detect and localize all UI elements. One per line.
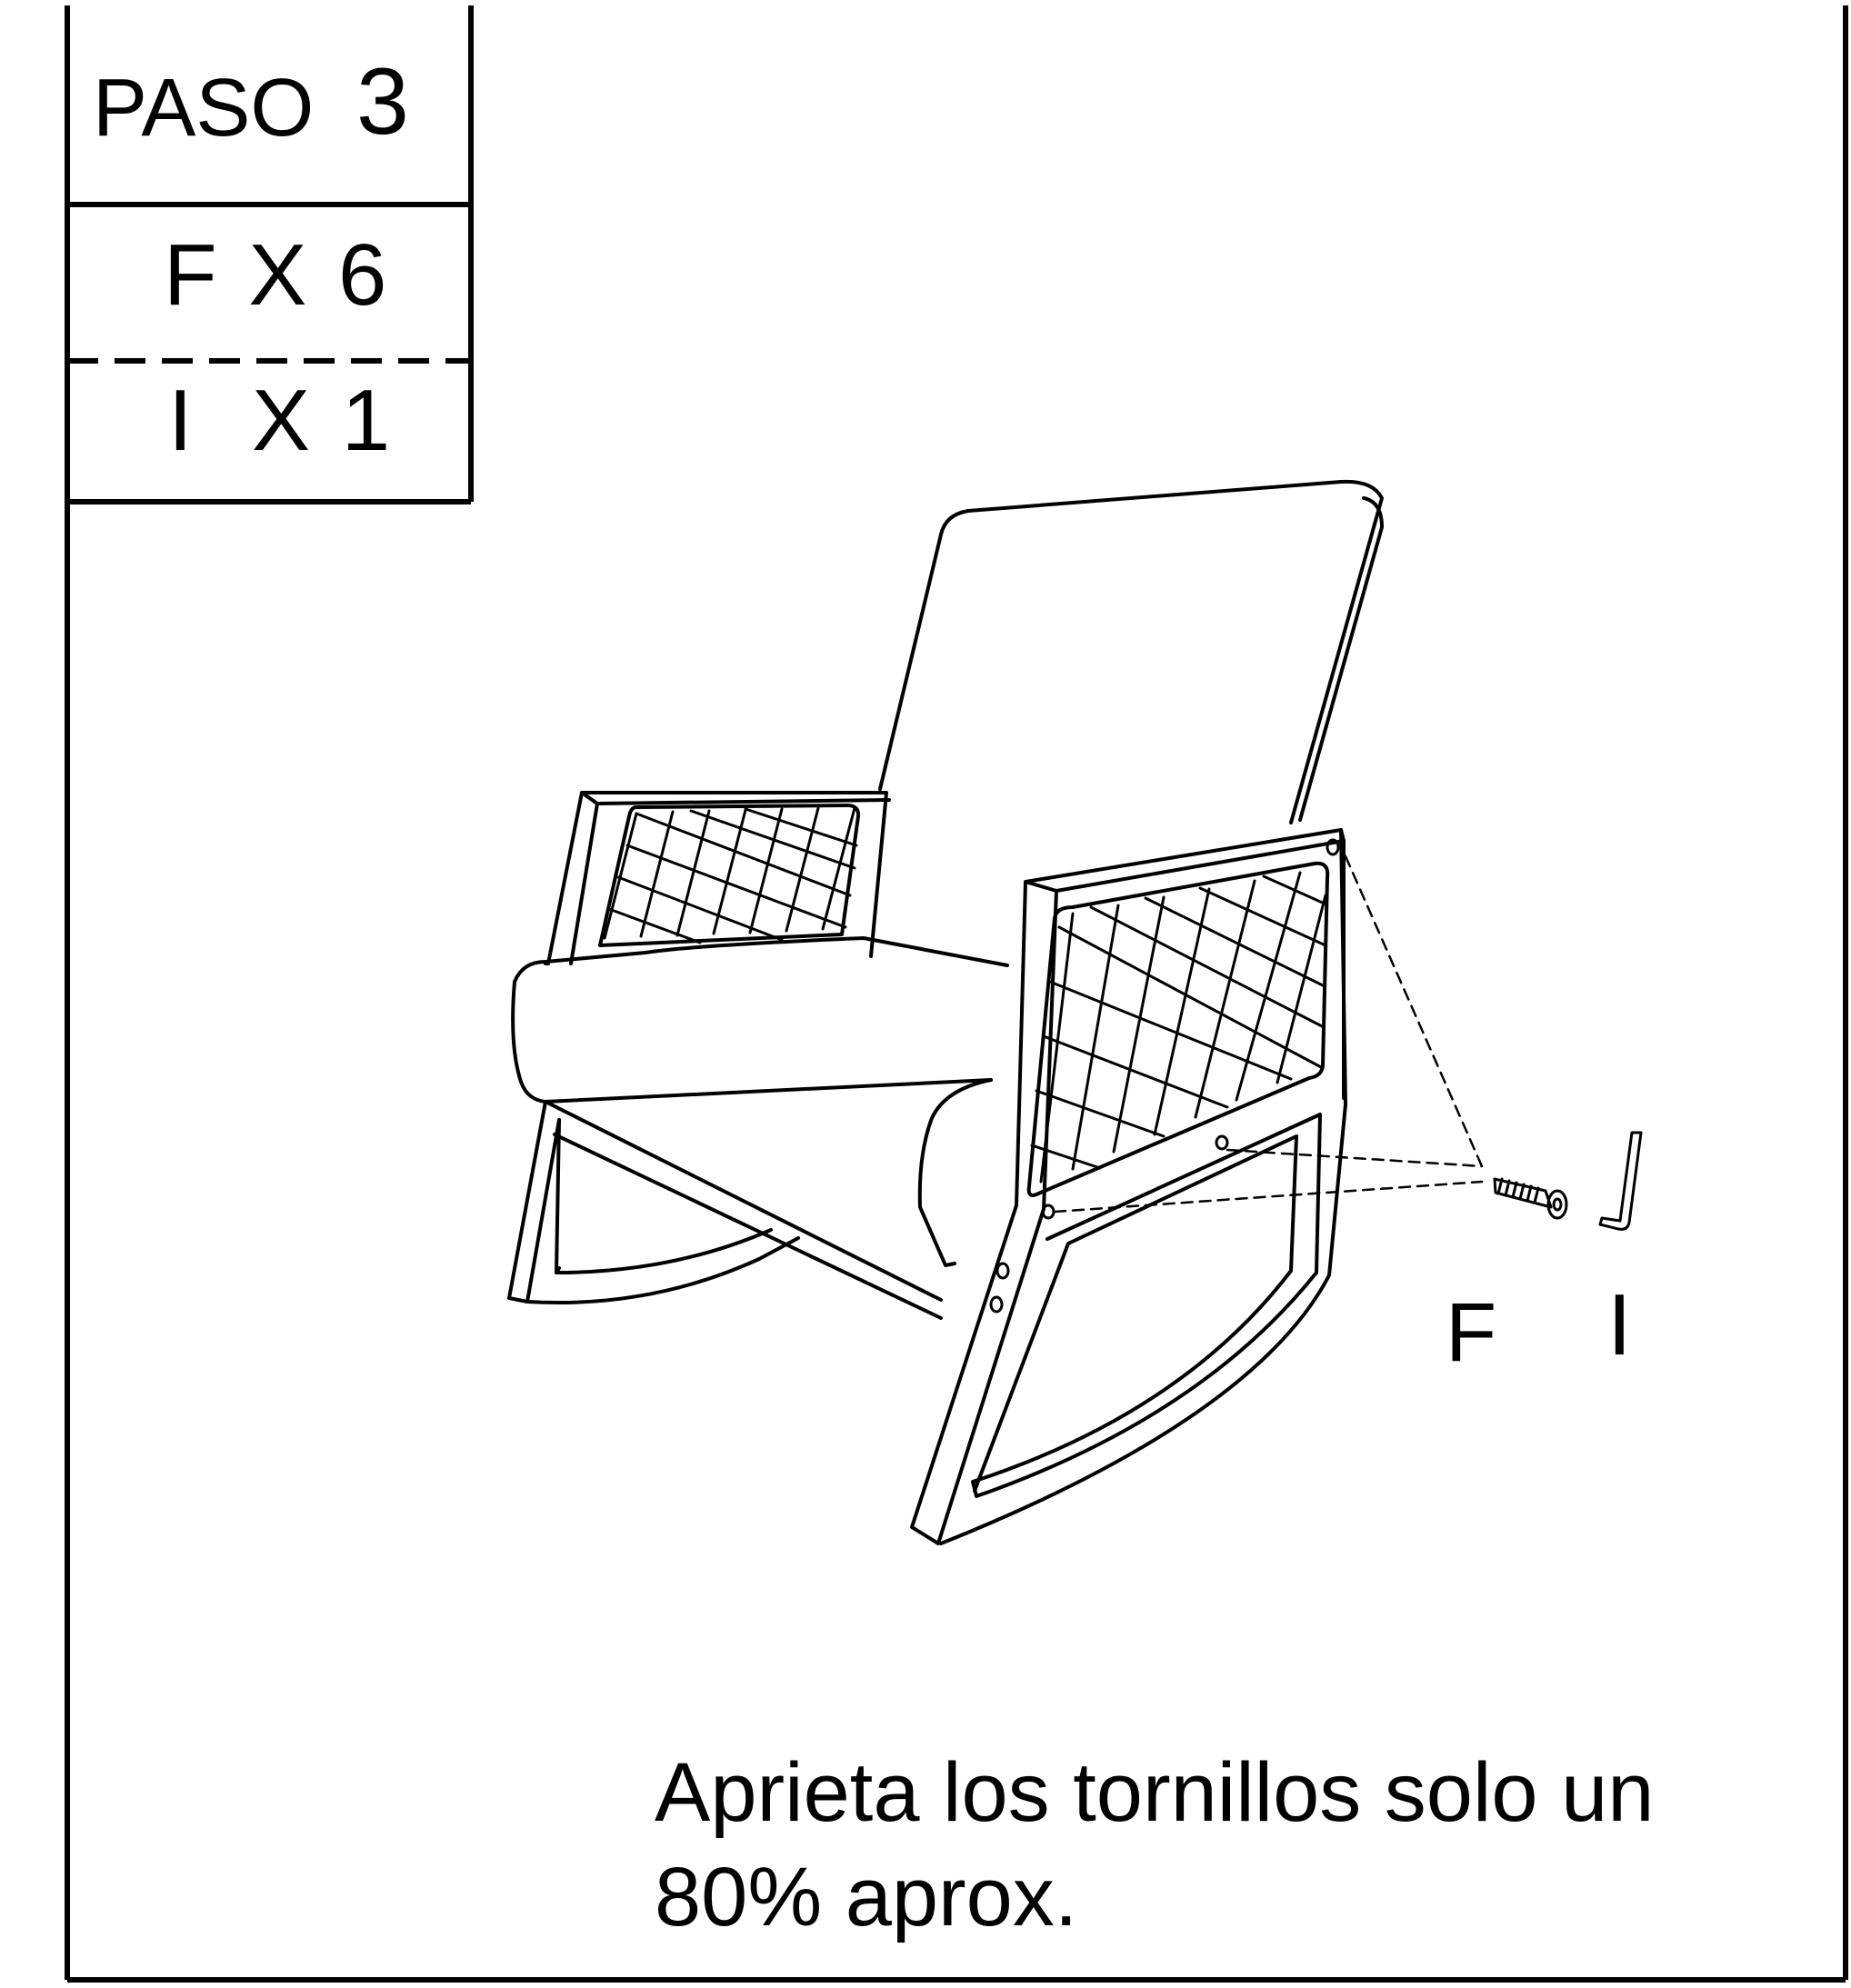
parts-count-i: I X 1 — [168, 372, 395, 469]
callout-screw-label: F — [1446, 1286, 1497, 1379]
left-arm-mesh-border — [598, 804, 861, 947]
hex-key-i — [1598, 1131, 1643, 1231]
left-rocker — [525, 1228, 800, 1305]
left-leg — [507, 1100, 561, 1304]
step-word: PASO — [93, 63, 315, 154]
instruction-text: Aprieta los tornillos solo un 80% aprox. — [655, 1746, 1655, 1943]
seat-cushion — [511, 936, 1009, 1104]
callout-hex-key-label: I — [1607, 1276, 1632, 1374]
right-rocker-inner — [971, 1113, 1322, 1498]
right-arm-mesh-border — [1026, 861, 1330, 1197]
right-mesh — [1030, 871, 1328, 1184]
left-arm-frame — [544, 791, 891, 965]
chair-drawing — [507, 479, 1643, 1545]
parts-count-f: F X 6 — [164, 226, 391, 324]
backrest-cushion — [878, 479, 1384, 824]
page-border — [65, 5, 1848, 1983]
seat-front — [917, 1078, 993, 1267]
screw-f — [1493, 1177, 1568, 1220]
right-arm-frame — [910, 828, 1346, 1545]
step-number: 3 — [356, 49, 409, 155]
side-rail — [544, 1100, 943, 1320]
guide-lines — [1053, 854, 1484, 1214]
left-mesh — [603, 806, 858, 944]
step-table — [67, 5, 474, 504]
right-arm-inner — [1042, 889, 1058, 1211]
